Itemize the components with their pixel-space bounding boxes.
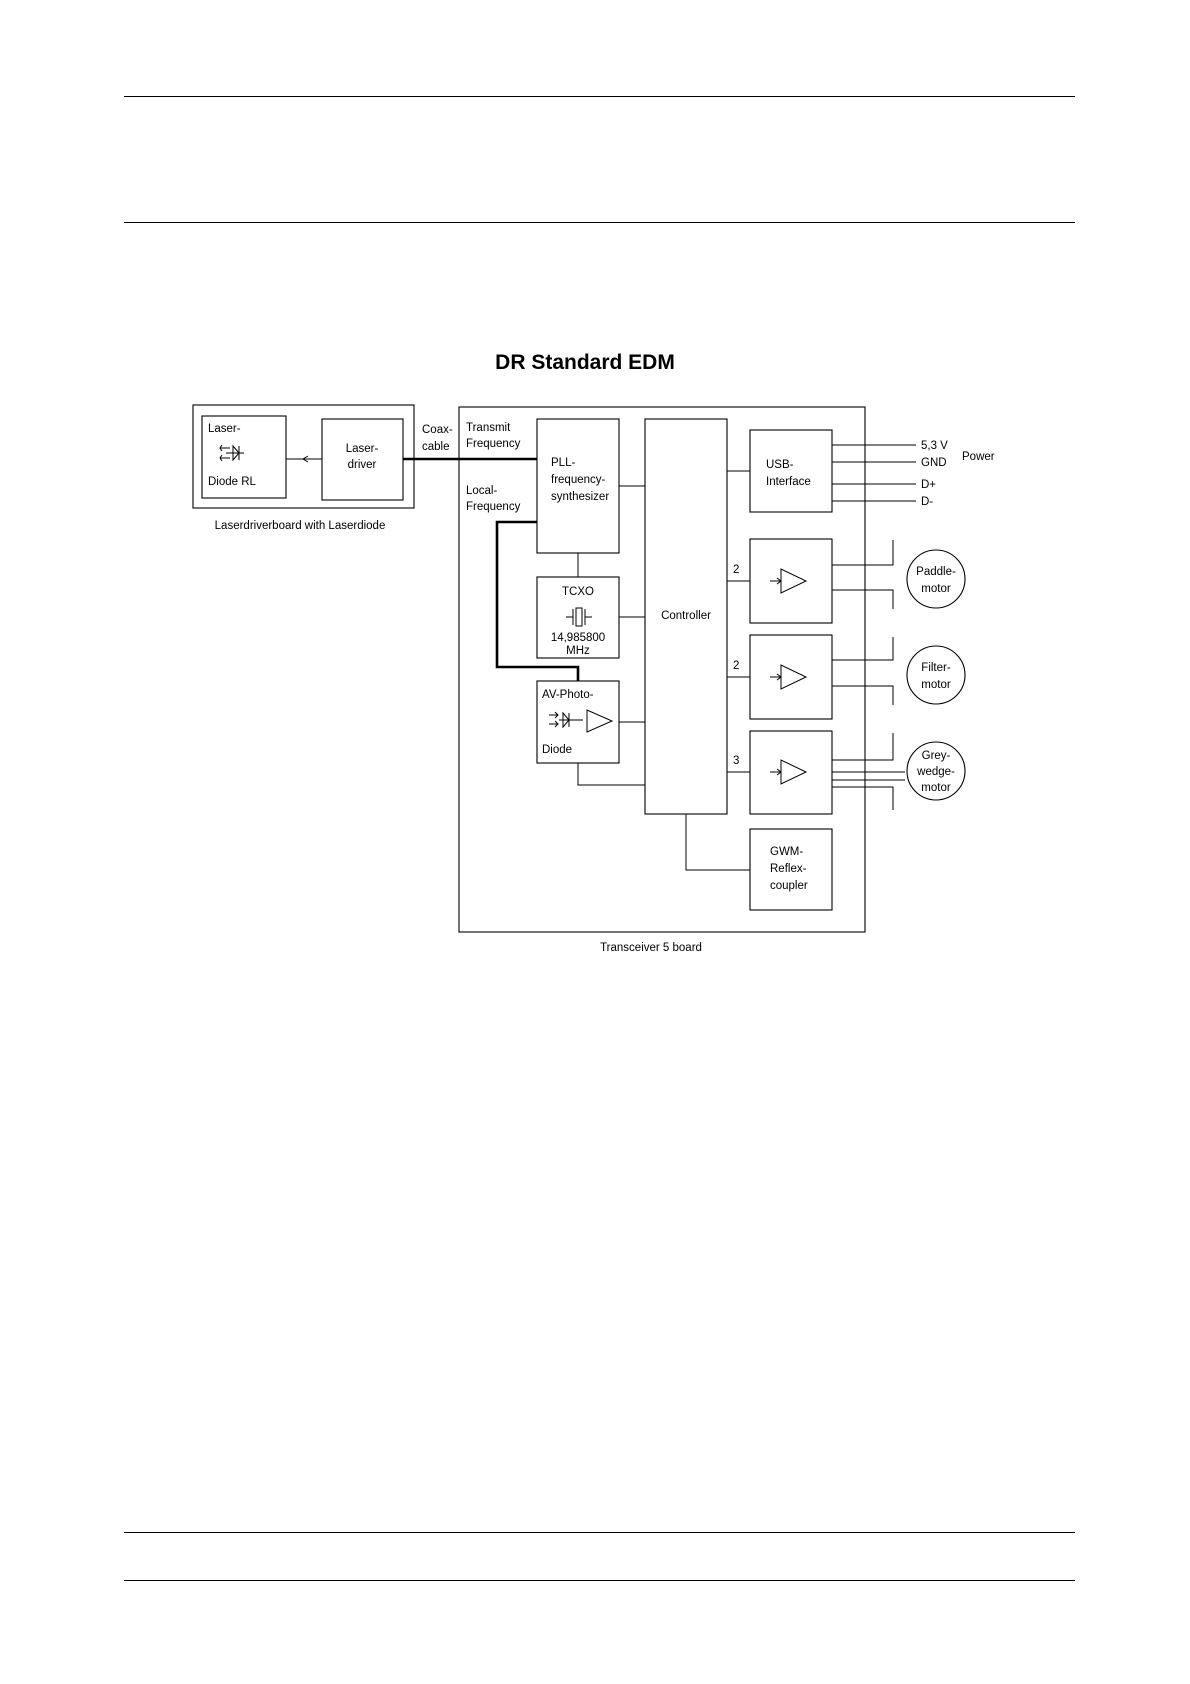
- laser-diode-block: Laser- Diode RL: [201, 415, 287, 499]
- svg-text:TCXO: TCXO: [562, 586, 594, 598]
- photodiode-icon: [549, 709, 614, 733]
- filter-motor-wires: [832, 637, 894, 705]
- filter-motor: Filter- motor: [906, 645, 966, 705]
- power-gnd: GND: [921, 457, 947, 469]
- svg-text:GWM-: GWM-: [770, 846, 803, 858]
- svg-text:frequency-: frequency-: [551, 474, 606, 486]
- local-frequency-line: [495, 520, 580, 681]
- svg-text:Reflex-: Reflex-: [770, 863, 807, 875]
- svg-text:Controller: Controller: [661, 610, 711, 622]
- gwm-reflex-coupler-block: GWM- Reflex- coupler: [749, 828, 833, 911]
- greywedge-motor: Grey- wedge- motor: [906, 741, 966, 801]
- local-frequency-2: Frequency: [466, 501, 521, 513]
- svg-text:Laser-: Laser-: [346, 443, 379, 455]
- laserdriver-board: [192, 404, 415, 509]
- driver-to-diode-line: [286, 455, 322, 463]
- svg-text:wedge-: wedge-: [916, 766, 955, 778]
- power-dplus: D+: [921, 479, 936, 491]
- svg-text:AV-Photo-: AV-Photo-: [542, 689, 594, 701]
- tcxo-block: TCXO 14,985800 MHz: [536, 576, 620, 659]
- grey-motor-wires: [832, 733, 905, 810]
- transceiver-board: [458, 406, 866, 933]
- usb-interface-block: USB- Interface: [749, 429, 833, 513]
- filter-driver-block: [749, 634, 833, 720]
- grey-driver-block: [749, 730, 833, 815]
- svg-text:Interface: Interface: [766, 476, 811, 488]
- svg-text:motor: motor: [921, 782, 951, 794]
- laserdriver-board-caption: Laserdriverboard with Laserdiode: [215, 520, 386, 532]
- coax-label-2: cable: [422, 441, 450, 453]
- laser-diode-icon: [219, 444, 244, 462]
- usb-power-lines: [832, 444, 916, 502]
- top-rule: [124, 96, 1075, 97]
- paddle-driver-block: [749, 538, 833, 624]
- svg-text:Paddle-: Paddle-: [916, 566, 956, 578]
- photodiode-block: AV-Photo- Diode: [536, 680, 620, 764]
- paddle-motor: Paddle- motor: [906, 549, 966, 609]
- laser-driver-block: Laser- driver: [321, 418, 404, 501]
- svg-text:coupler: coupler: [770, 880, 808, 892]
- local-frequency-1: Local-: [466, 485, 497, 497]
- paddle-motor-wires: [832, 540, 894, 609]
- svg-text:Laser-: Laser-: [208, 423, 241, 435]
- power-53v: 5,3 V: [921, 440, 948, 452]
- grey-channel-count: 3: [733, 755, 739, 767]
- svg-text:Diode RL: Diode RL: [208, 476, 257, 488]
- svg-text:Grey-: Grey-: [922, 750, 951, 762]
- controller-block: Controller: [644, 418, 728, 815]
- photodiode-bottom-line: [577, 763, 645, 786]
- coax-label-1: Coax-: [422, 424, 453, 436]
- svg-text:driver: driver: [348, 459, 377, 471]
- pll-block: PLL- frequency- synthesizer: [536, 418, 620, 554]
- transmit-frequency-2: Frequency: [466, 438, 521, 450]
- svg-text:14,985800: 14,985800: [551, 632, 605, 644]
- svg-text:motor: motor: [921, 583, 951, 595]
- transceiver-board-caption: Transceiver 5 board: [600, 942, 702, 954]
- footer-rule-lower: [124, 1580, 1075, 1581]
- filter-channel-count: 2: [733, 660, 739, 672]
- svg-text:USB-: USB-: [766, 459, 794, 471]
- svg-text:synthesizer: synthesizer: [551, 491, 609, 503]
- crystal-icon: [566, 607, 592, 627]
- power-dminus: D-: [921, 496, 933, 508]
- transmit-frequency-1: Transmit: [466, 422, 511, 434]
- svg-text:MHz: MHz: [566, 645, 590, 657]
- svg-text:Filter-: Filter-: [921, 662, 951, 674]
- footer-rule-upper: [124, 1532, 1075, 1533]
- paddle-channel-count: 2: [733, 564, 739, 576]
- diagram-title: DR Standard EDM: [495, 351, 675, 374]
- header-rule: [124, 222, 1075, 223]
- svg-text:PLL-: PLL-: [551, 457, 575, 469]
- svg-text:Diode: Diode: [542, 744, 572, 756]
- svg-text:motor: motor: [921, 679, 951, 691]
- controller-gwm-line: [685, 814, 750, 871]
- power-label: Power: [962, 451, 995, 463]
